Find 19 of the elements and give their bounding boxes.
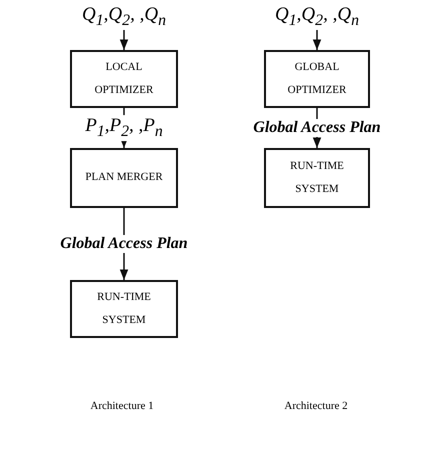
edge-label: Global Access Plan: [58, 235, 190, 253]
box-label: LOCAL OPTIMIZER: [94, 60, 154, 98]
caption: Architecture 2: [284, 400, 348, 412]
arrow: [120, 30, 128, 50]
caption: Architecture 1: [90, 400, 154, 412]
process-box: [264, 50, 370, 108]
process-box: [70, 148, 178, 208]
arrow: [312, 30, 322, 50]
edge-label: Global Access Plan: [251, 119, 383, 137]
process-box: [70, 280, 178, 338]
box-label: GLOBAL OPTIMIZER: [286, 60, 348, 98]
edge-label: P$_{1}$,P$_{2}$, ,P$_{n}$: [83, 115, 165, 141]
box-label: RUN-TIME SYSTEM: [289, 158, 345, 197]
process-box: [70, 50, 178, 108]
box-label: PLAN MERGER: [85, 170, 163, 186]
input-queries-label: Q$_{1}$,Q$_{2}$, ,Q$_{n}$: [275, 4, 359, 30]
process-box: [264, 148, 370, 208]
input-queries-label: Q$_{1}$,Q$_{2}$, ,Q$_{n}$: [82, 4, 166, 30]
box-label: RUN-TIME SYSTEM: [96, 290, 152, 328]
